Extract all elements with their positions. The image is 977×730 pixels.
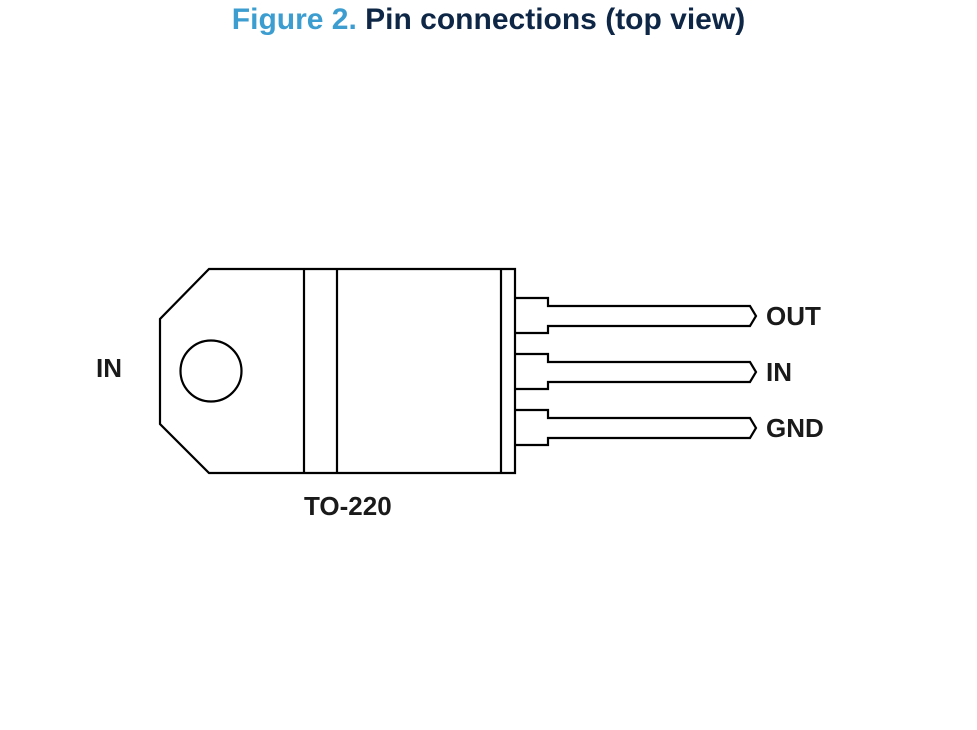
pin-3-lead (515, 408, 758, 447)
figure-title: Figure 2. Pin connections (top view) (0, 2, 977, 38)
pin-3-label: GND (766, 413, 824, 443)
figure-number: Figure 2. (231, 3, 357, 36)
pin-2-lead (515, 352, 758, 391)
mounting-hole (179, 339, 243, 403)
pin-1-lead (515, 296, 758, 335)
tab-label: IN (96, 353, 122, 383)
pin-2-label: IN (766, 357, 792, 387)
figure-caption: Pin connections (top view) (365, 3, 746, 36)
to220-package (158, 267, 758, 475)
package-body (158, 267, 517, 475)
pin-1-label: OUT (766, 301, 821, 331)
package-name-label: TO-220 (304, 491, 392, 521)
